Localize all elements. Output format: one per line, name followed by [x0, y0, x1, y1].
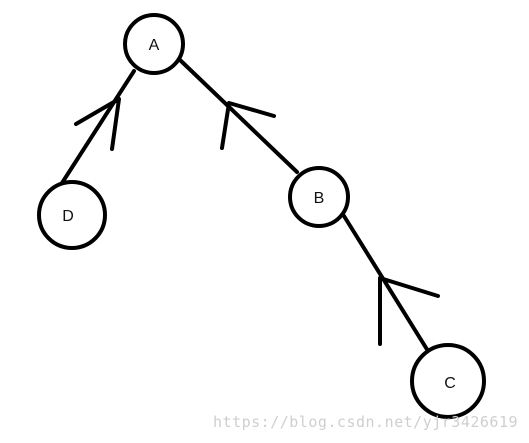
node-a: A: [123, 13, 185, 75]
node-circle: [123, 13, 185, 75]
edge-b-to-a: [178, 58, 299, 174]
edge-d-to-a: [60, 69, 136, 185]
arrow-head-icon: [74, 97, 121, 151]
arrow-head-icon: [220, 101, 276, 150]
node-label: B: [314, 190, 325, 207]
watermark-text: https://blog.csdn.net/yjr3426619: [213, 413, 518, 431]
node-circle: [410, 343, 486, 419]
edge-c-to-b: [342, 214, 440, 353]
edge-line: [60, 69, 136, 185]
edge-line: [178, 58, 299, 174]
node-circle: [288, 166, 350, 228]
node-d: D: [37, 180, 107, 250]
node-label: A: [149, 37, 160, 54]
node-b: B: [288, 166, 350, 228]
arrow-head-icon: [378, 276, 440, 346]
edge-line: [342, 214, 430, 353]
node-label: C: [444, 375, 456, 392]
node-circle: [37, 180, 107, 250]
node-c: C: [410, 343, 486, 419]
node-label: D: [62, 208, 74, 225]
